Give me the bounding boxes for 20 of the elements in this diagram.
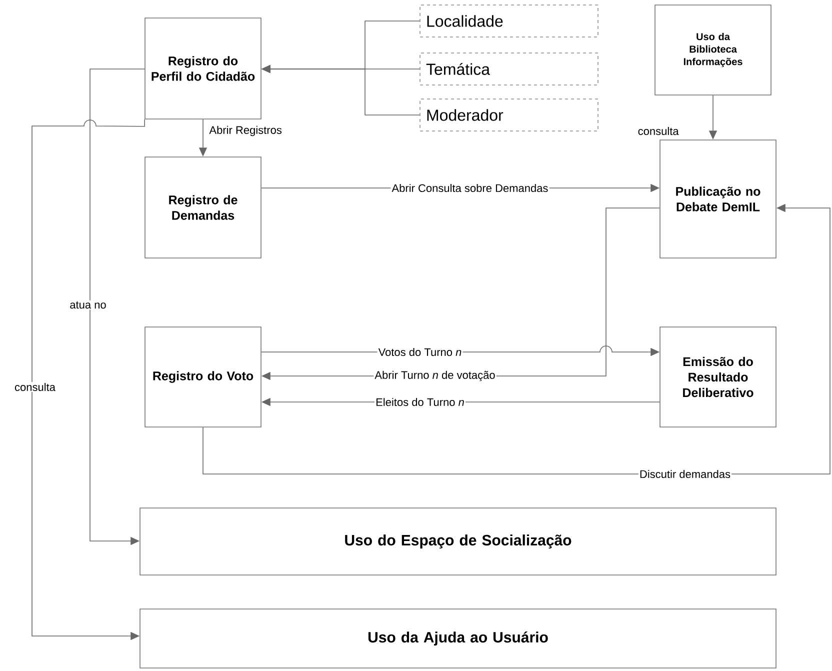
edge-label: Abrir Consulta sobre Demandas: [390, 182, 550, 194]
process-box: Emissão do Resultado Deliberativo: [660, 326, 776, 428]
edge-label: Abrir Turno n de votação: [374, 370, 496, 382]
edge-label: consulta: [14, 382, 56, 392]
edge-label: Discutir demandas: [638, 468, 732, 480]
edge-label: Eleitos do Turno n: [374, 396, 466, 408]
process-box: Registro do Perfil do Cidadão: [144, 18, 262, 120]
option-box: Moderador: [420, 98, 598, 132]
activity-box: Uso do Espaço de Socialização: [140, 508, 776, 576]
edge-label: consulta: [638, 126, 679, 136]
edge-label: atua no: [68, 300, 108, 310]
process-box: Registro do Voto: [144, 326, 262, 428]
process-box: Registro de Demandas: [144, 156, 262, 258]
edge-label: Abrir Registros: [209, 126, 282, 136]
option-box: Localidade: [420, 4, 598, 38]
process-box: Uso da Biblioteca Informações: [654, 4, 772, 96]
process-box: Publicação no Debate DemIL: [660, 140, 776, 258]
activity-box: Uso da Ajuda ao Usuário: [140, 608, 776, 668]
edge-label: Votos do Turno n: [377, 346, 463, 358]
option-box: Temática: [420, 52, 598, 86]
